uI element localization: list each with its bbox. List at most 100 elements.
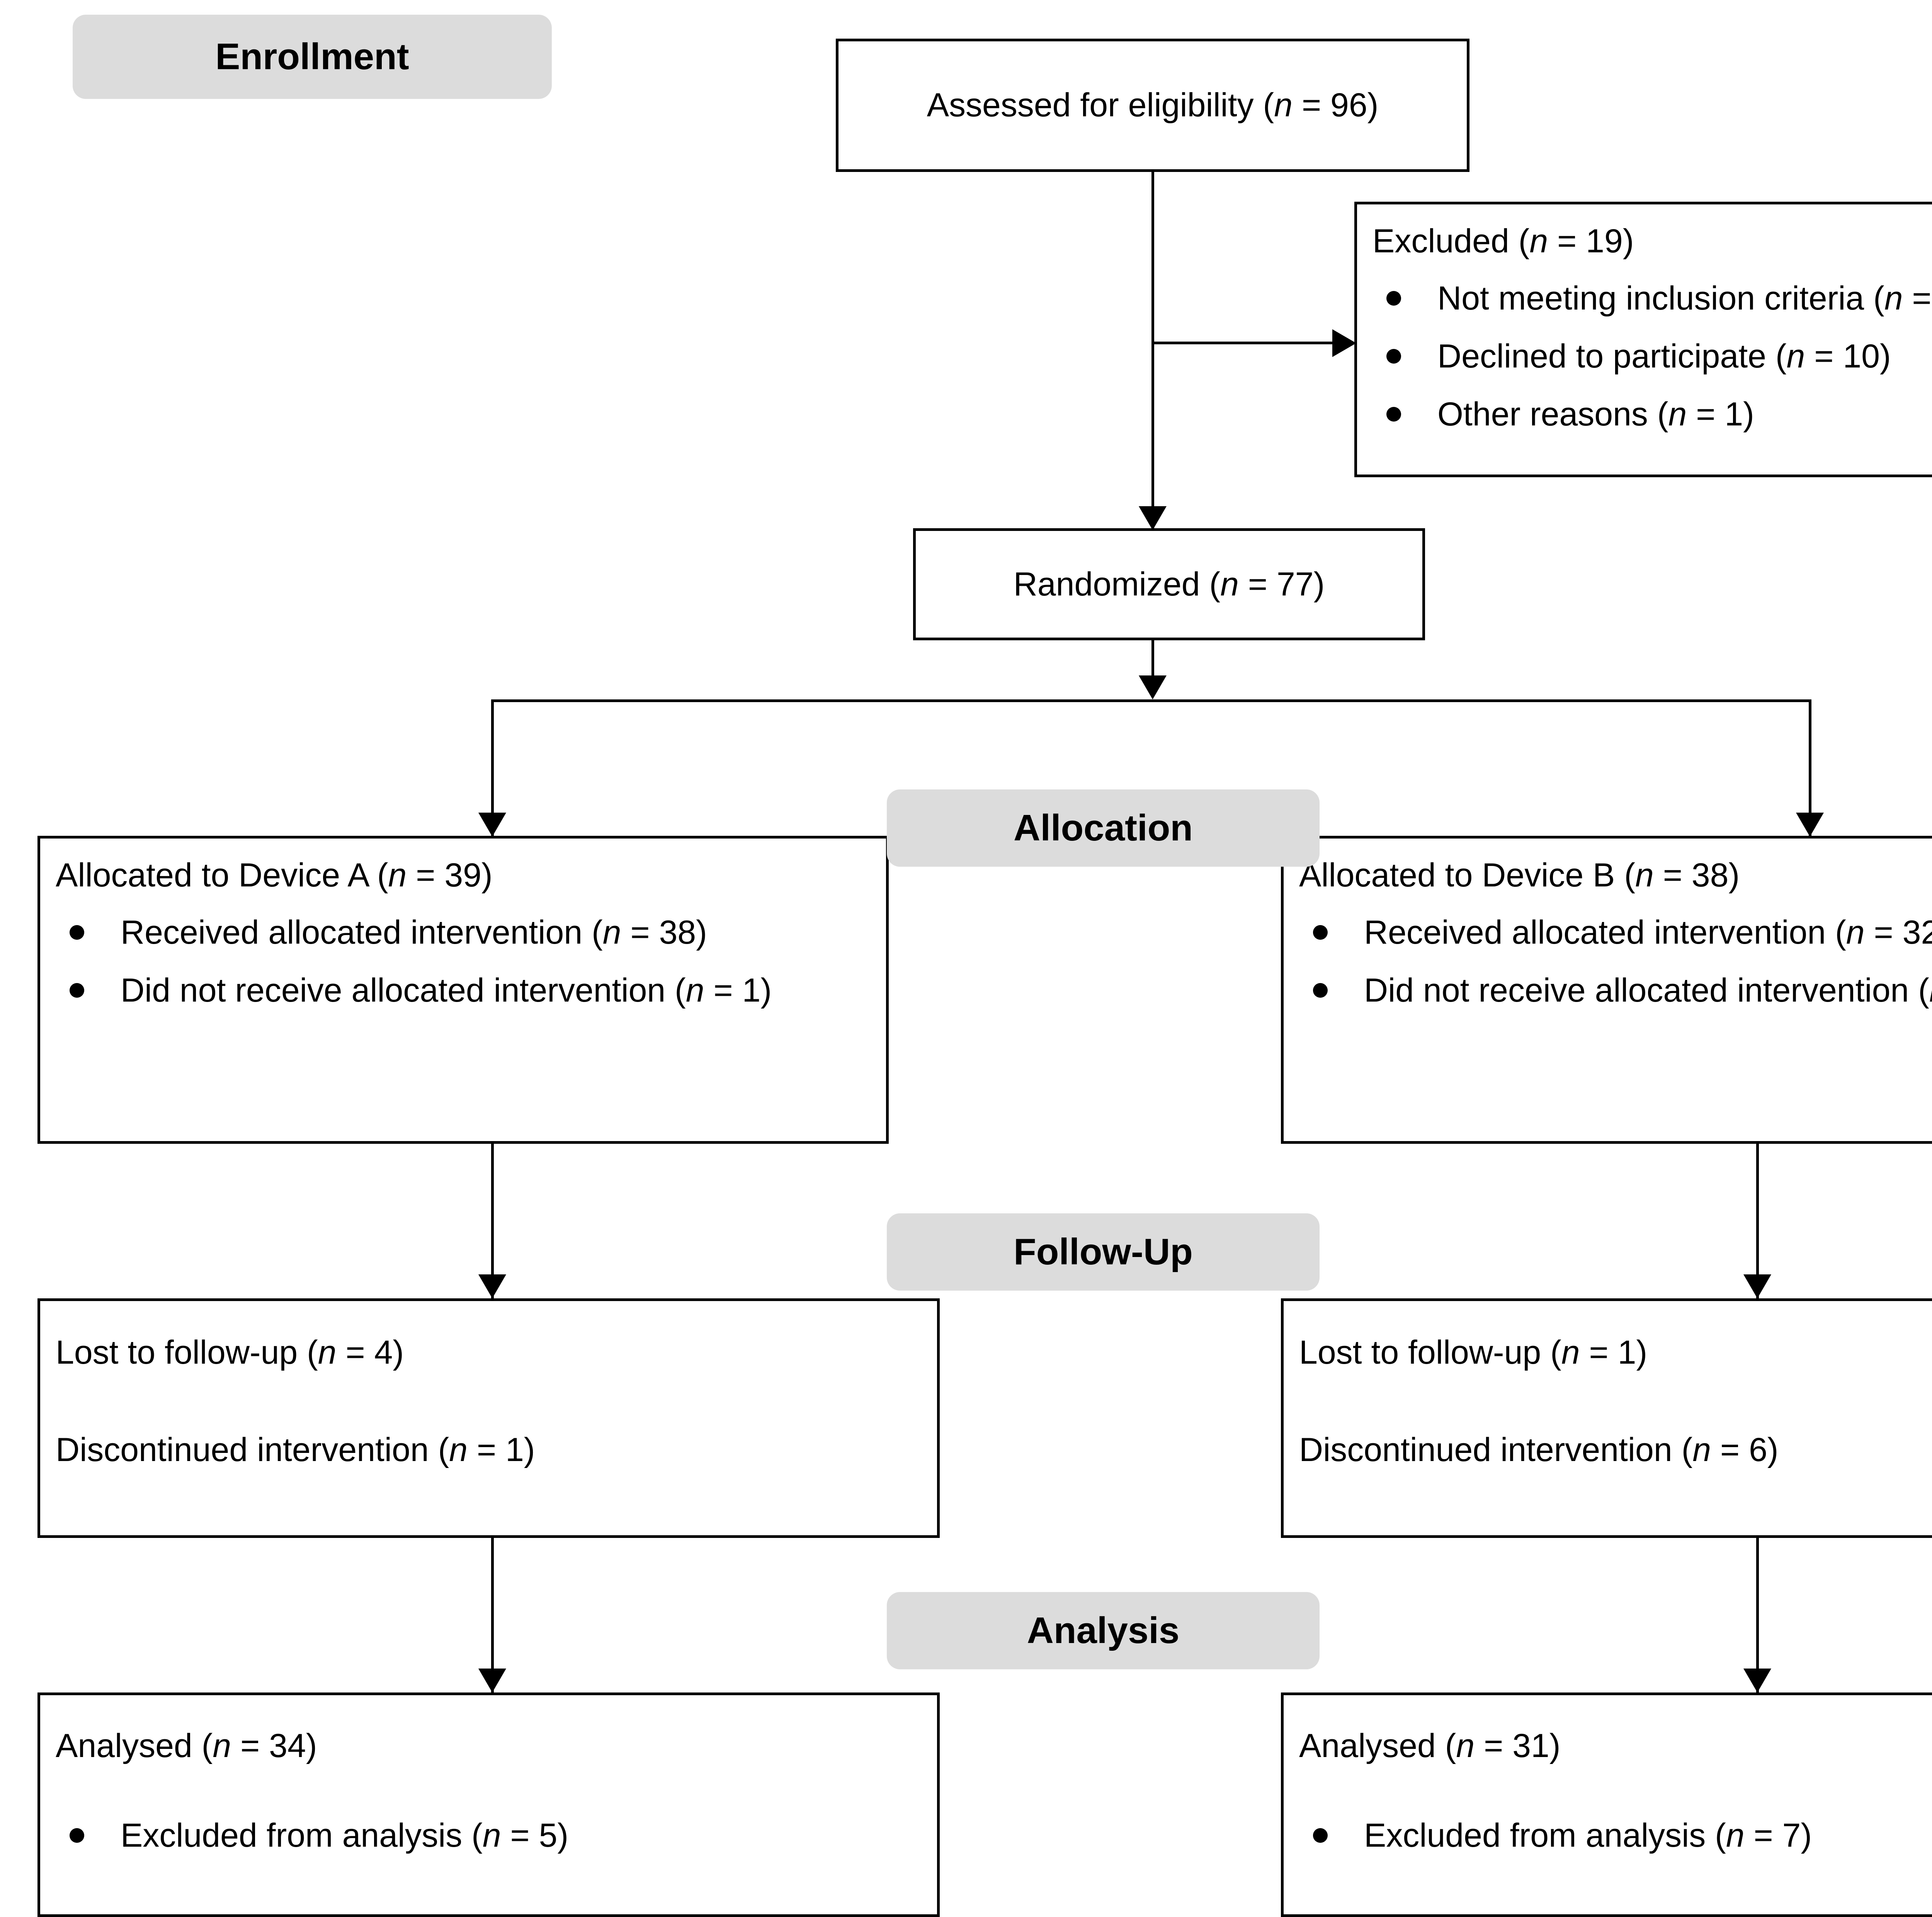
analysis-right-excluded-post: = 7) xyxy=(1744,1817,1812,1854)
excluded-title-n-symbol: n xyxy=(1529,223,1548,260)
list-item: Received allocated intervention (n = 32) xyxy=(1299,909,1932,956)
assessed-text: Assessed for eligibility (n = 96) xyxy=(927,82,1379,129)
list-item: Received allocated intervention (n = 38) xyxy=(56,909,871,956)
allocation-right-title-n: n xyxy=(1635,857,1654,894)
followup-left-lost-pre: Lost to follow-up ( xyxy=(56,1334,318,1371)
box-followup-device-a: Lost to follow-up (n = 4) Discontinued i… xyxy=(37,1298,940,1538)
connector-split-right-drop xyxy=(1809,699,1811,837)
analysis-left-excluded-n: n xyxy=(482,1817,501,1854)
followup-left-disc-n: n xyxy=(449,1431,468,1469)
excluded-reason-1-post: = 10) xyxy=(1805,338,1891,375)
connector-alloc-left-to-follow xyxy=(491,1144,494,1298)
arrow-alloc-right-to-follow xyxy=(1743,1274,1771,1298)
stage-label-follow-up: Follow-Up xyxy=(1014,1231,1193,1272)
allocation-right-item-1-n: n xyxy=(1929,972,1932,1009)
excluded-reason-2-pre: Other reasons ( xyxy=(1437,396,1668,433)
allocation-right-item-0-pre: Received allocated intervention ( xyxy=(1364,914,1846,951)
box-allocation-device-b: Allocated to Device B (n = 38) Received … xyxy=(1281,836,1932,1144)
box-analysis-device-b: Analysed (n = 31) Excluded from analysis… xyxy=(1281,1692,1932,1917)
followup-left-disc-post: = 1) xyxy=(468,1431,535,1469)
connector-follow-left-to-analysis xyxy=(491,1538,494,1692)
analysis-left-analysed-n: n xyxy=(213,1727,231,1764)
bullet-dot-icon xyxy=(1313,925,1328,940)
bullet-dot-icon xyxy=(1386,407,1401,422)
connector-randomized-stem xyxy=(1151,640,1154,696)
analysis-right-excluded: Excluded from analysis (n = 7) xyxy=(1364,1817,1812,1854)
allocation-left-item-0: Received allocated intervention (n = 38) xyxy=(121,914,707,951)
arrow-alloc-left-to-follow xyxy=(478,1274,506,1298)
allocation-left-title-pre: Allocated to Device A ( xyxy=(56,857,388,894)
allocation-right-title-post: = 38) xyxy=(1653,857,1740,894)
excluded-reason-0-pre: Not meeting inclusion criteria ( xyxy=(1437,280,1884,317)
box-assessed-for-eligibility: Assessed for eligibility (n = 96) xyxy=(836,39,1469,172)
allocation-left-item-0-n: n xyxy=(602,914,621,951)
arrow-to-allocation-right xyxy=(1796,813,1824,837)
assessed-n-symbol: n xyxy=(1274,87,1293,124)
box-randomized: Randomized (n = 77) xyxy=(913,528,1425,640)
assessed-n-value: = 96) xyxy=(1293,87,1379,124)
allocation-right-item-0-n: n xyxy=(1846,914,1865,951)
stage-label-allocation: Allocation xyxy=(1013,807,1193,849)
excluded-title-n-value: = 19) xyxy=(1548,223,1634,260)
box-analysis-device-a: Analysed (n = 34) Excluded from analysis… xyxy=(37,1692,940,1917)
analysis-right-analysed: Analysed (n = 31) xyxy=(1299,1722,1932,1769)
excluded-reason-2-post: = 1) xyxy=(1687,396,1754,433)
excluded-title: Excluded (n = 19) xyxy=(1372,218,1932,265)
randomized-text: Randomized (n = 77) xyxy=(1014,561,1325,608)
stage-pill-follow-up: Follow-Up xyxy=(887,1213,1320,1291)
randomized-label: Randomized ( xyxy=(1013,565,1221,603)
list-item: Did not receive allocated intervention (… xyxy=(56,967,871,1014)
allocation-left-item-1-count: (n = 1) xyxy=(675,972,772,1009)
excluded-reason-1-n: n xyxy=(1786,338,1805,375)
connector-follow-right-to-analysis xyxy=(1756,1538,1759,1692)
analysis-right-analysed-pre: Analysed ( xyxy=(1299,1727,1456,1764)
stage-label-enrollment: Enrollment xyxy=(215,36,409,77)
analysis-right-analysed-post: = 31) xyxy=(1475,1727,1561,1764)
followup-right-disc-n: n xyxy=(1692,1431,1711,1469)
followup-right-disc: Discontinued intervention (n = 6) xyxy=(1299,1426,1932,1473)
list-item: Did not receive allocated intervention (… xyxy=(1299,967,1932,1014)
followup-right-lost: Lost to follow-up (n = 1) xyxy=(1299,1329,1932,1376)
allocation-right-list: Received allocated intervention (n = 32)… xyxy=(1299,909,1932,1014)
followup-left-disc-pre: Discontinued intervention ( xyxy=(56,1431,449,1469)
box-followup-device-b: Lost to follow-up (n = 1) Discontinued i… xyxy=(1281,1298,1932,1538)
arrow-follow-left-to-analysis xyxy=(478,1669,506,1692)
allocation-right-title: Allocated to Device B (n = 38) xyxy=(1299,852,1932,899)
allocation-left-item-1-n: n xyxy=(685,972,704,1009)
allocation-left-item-1-value: = 1) xyxy=(704,972,772,1009)
excluded-reason-1-pre: Declined to participate ( xyxy=(1437,338,1787,375)
box-excluded: Excluded (n = 19) Not meeting inclusion … xyxy=(1354,202,1932,477)
stage-pill-allocation: Allocation xyxy=(887,789,1320,867)
excluded-reason-list: Not meeting inclusion criteria ( n = 8) D… xyxy=(1372,275,1932,438)
allocation-left-title-post: = 39) xyxy=(406,857,493,894)
allocation-left-list: Received allocated intervention (n = 38)… xyxy=(56,909,871,1014)
analysis-right-excluded-n: n xyxy=(1726,1817,1745,1854)
allocation-left-item-1-paren: ( xyxy=(675,972,686,1009)
followup-right-lost-post: = 1) xyxy=(1580,1334,1648,1371)
arrow-to-allocation-left xyxy=(478,813,506,837)
followup-left-lost: Lost to follow-up (n = 4) xyxy=(56,1329,922,1376)
bullet-dot-icon xyxy=(1313,983,1328,998)
excluded-reason-text: Other reasons (n = 1) xyxy=(1437,396,1754,433)
analysis-right-excluded-pre: Excluded from analysis ( xyxy=(1364,1817,1726,1854)
bullet-dot-icon xyxy=(70,983,84,998)
stage-pill-enrollment: Enrollment xyxy=(73,15,552,99)
followup-right-lost-n: n xyxy=(1561,1334,1580,1371)
allocation-right-item-1: Did not receive allocated intervention xyxy=(1364,972,1909,1009)
allocation-right-title-pre: Allocated to Device B ( xyxy=(1299,857,1635,894)
followup-left-lost-post: = 4) xyxy=(336,1334,404,1371)
allocation-left-item-0-post: = 38) xyxy=(621,914,707,951)
assessed-label: Assessed for eligibility ( xyxy=(927,87,1274,124)
analysis-left-analysed-pre: Analysed ( xyxy=(56,1727,213,1764)
followup-right-lost-pre: Lost to follow-up ( xyxy=(1299,1334,1561,1371)
connector-assessed-to-excluded xyxy=(1151,342,1341,344)
allocation-right-item-0: Received allocated intervention (n = 32) xyxy=(1364,914,1932,951)
excluded-reason-0-post: = 8) xyxy=(1912,280,1932,317)
connector-alloc-right-to-follow xyxy=(1756,1144,1759,1298)
stage-pill-analysis: Analysis xyxy=(887,1592,1320,1669)
analysis-right-analysed-n: n xyxy=(1456,1727,1475,1764)
followup-left-lost-n: n xyxy=(318,1334,337,1371)
arrow-randomized-split xyxy=(1139,675,1167,699)
box-allocation-device-a: Allocated to Device A ( n = 39) Received … xyxy=(37,836,889,1144)
